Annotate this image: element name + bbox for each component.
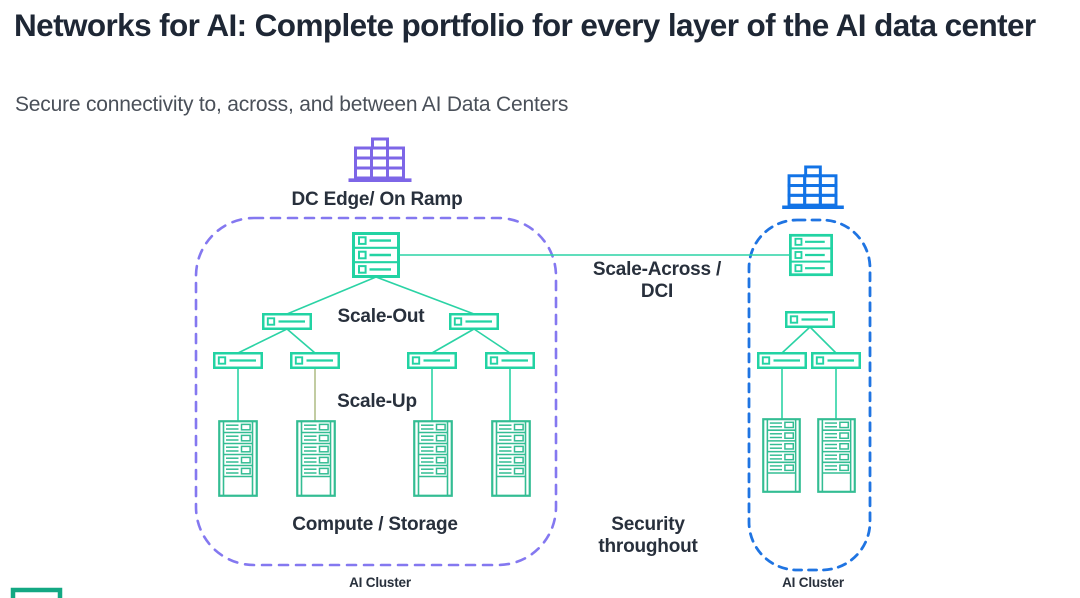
leaf-link (809, 326, 837, 354)
server-rack-icon (762, 418, 801, 493)
hpe-logo (10, 587, 63, 598)
page-subtitle: Secure connectivity to, across, and betw… (15, 93, 569, 116)
scale-up-label: Scale-Up (337, 391, 417, 412)
scale-across-dci-label-line1: Scale-Across / (592, 259, 722, 280)
connection-lines (237, 254, 837, 421)
spine-switch-icon (449, 313, 499, 330)
server-rack-icon (218, 420, 258, 497)
server-rack-icon (413, 420, 453, 497)
security-throughout-label: Security throughout (598, 514, 697, 557)
leaf-link (781, 326, 811, 354)
core-switch-icon (352, 232, 400, 278)
scale-out-label: Scale-Out (337, 306, 425, 327)
scale-out-link (286, 276, 377, 315)
ai-cluster-label-right: AI Cluster (782, 575, 844, 590)
server-rack-icon (491, 420, 531, 497)
leaf-switch-icon (407, 352, 457, 369)
compute-storage-label: Compute / Storage (292, 514, 458, 535)
dc-edge-building-icon (348, 137, 412, 182)
leaf-switch-icon (485, 352, 535, 369)
scale-out-link (375, 276, 475, 315)
security-throughout-label-line2: throughout (598, 535, 698, 557)
leaf-switch-icon (290, 352, 340, 369)
core-switch-icon (789, 233, 833, 277)
page-title: Networks for AI: Complete portfolio for … (14, 7, 1036, 43)
remote-dc-building-icon (781, 165, 845, 210)
ai-cluster-boundary-left (194, 216, 558, 567)
server-rack-icon (296, 420, 336, 497)
dc-edge-label: DC Edge/ On Ramp (291, 189, 463, 210)
security-throughout-label-line1: Security (611, 514, 685, 535)
spine-switch-icon (262, 313, 312, 330)
leaf-switch-icon (213, 352, 263, 369)
leaf-switch-icon (811, 352, 861, 369)
leaf-link (431, 328, 475, 354)
leaf-switch-icon (757, 352, 807, 369)
server-rack-icon (817, 418, 856, 493)
scale-across-dci-label: Scale-Across / DCI (593, 259, 721, 302)
leaf-link (286, 328, 316, 354)
scale-across-dci-label-line2: DCI (640, 280, 674, 302)
leaf-link (237, 328, 288, 354)
spine-switch-icon (785, 311, 835, 328)
ai-cluster-boundary-right (747, 218, 872, 572)
ai-cluster-label-left: AI Cluster (349, 575, 411, 590)
leaf-link (473, 328, 511, 354)
